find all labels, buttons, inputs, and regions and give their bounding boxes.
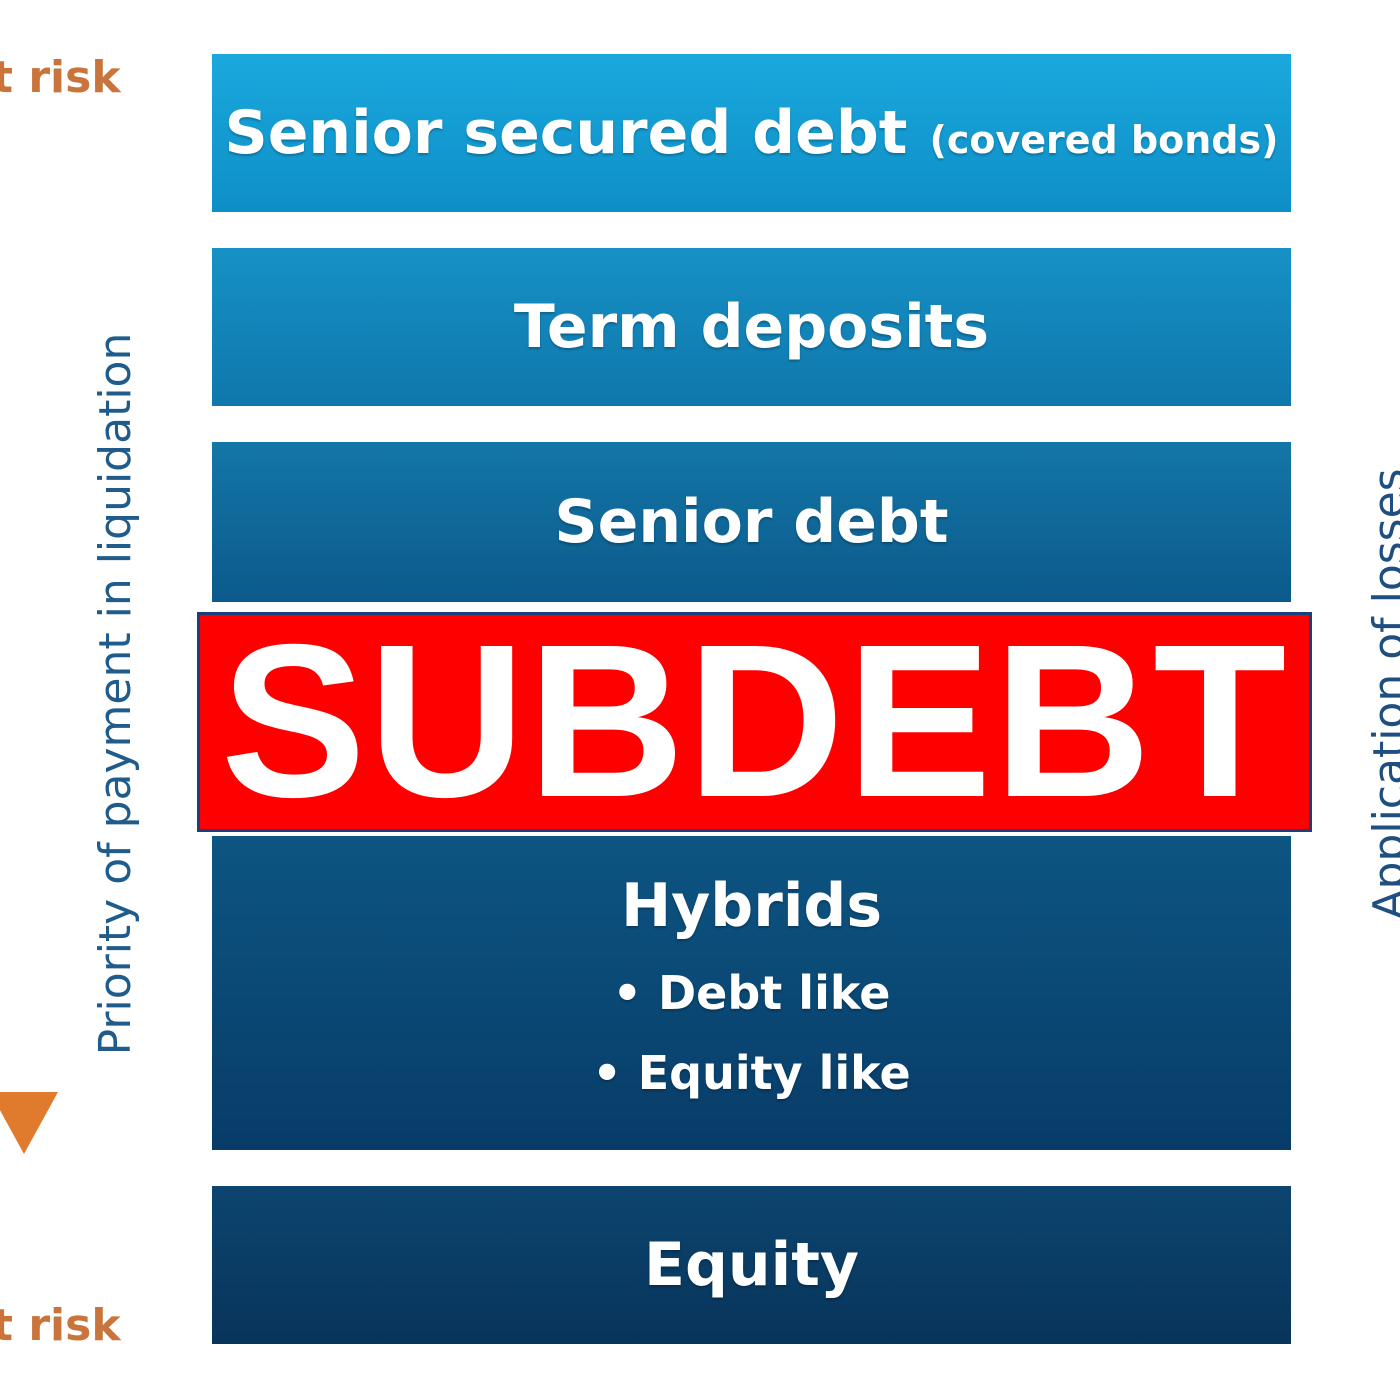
hybrid-bullet-debt-like: • Debt like (612, 965, 891, 1020)
banner-text: SUBDEBT (220, 600, 1289, 843)
bottom-risk-label: t risk (0, 1300, 121, 1351)
subdebt-banner: SUBDEBT (197, 612, 1312, 832)
tier-senior-secured-debt: Senior secured debt (covered bonds) (212, 54, 1291, 212)
tier-label: Senior secured debt (224, 98, 908, 168)
tier-senior-debt: Senior debt (212, 442, 1291, 602)
arrow-down-icon (0, 1092, 58, 1154)
tier-equity: Equity (212, 1186, 1291, 1344)
tier-label: Senior debt (554, 487, 949, 557)
losses-axis-label: Application of losses (1364, 468, 1400, 920)
priority-axis-label: Priority of payment in liquidation (90, 332, 141, 1056)
tier-label: Term deposits (513, 292, 990, 362)
hybrid-bullet-equity-like: • Equity like (592, 1046, 911, 1100)
tier-note: (covered bonds) (929, 118, 1279, 162)
tier-label: Equity (643, 1230, 859, 1300)
tier-hybrids: Hybrids • Debt like • Equity like (212, 836, 1291, 1150)
tier-label: Hybrids (620, 870, 883, 941)
top-risk-label: t risk (0, 52, 121, 103)
tier-term-deposits: Term deposits (212, 248, 1291, 406)
